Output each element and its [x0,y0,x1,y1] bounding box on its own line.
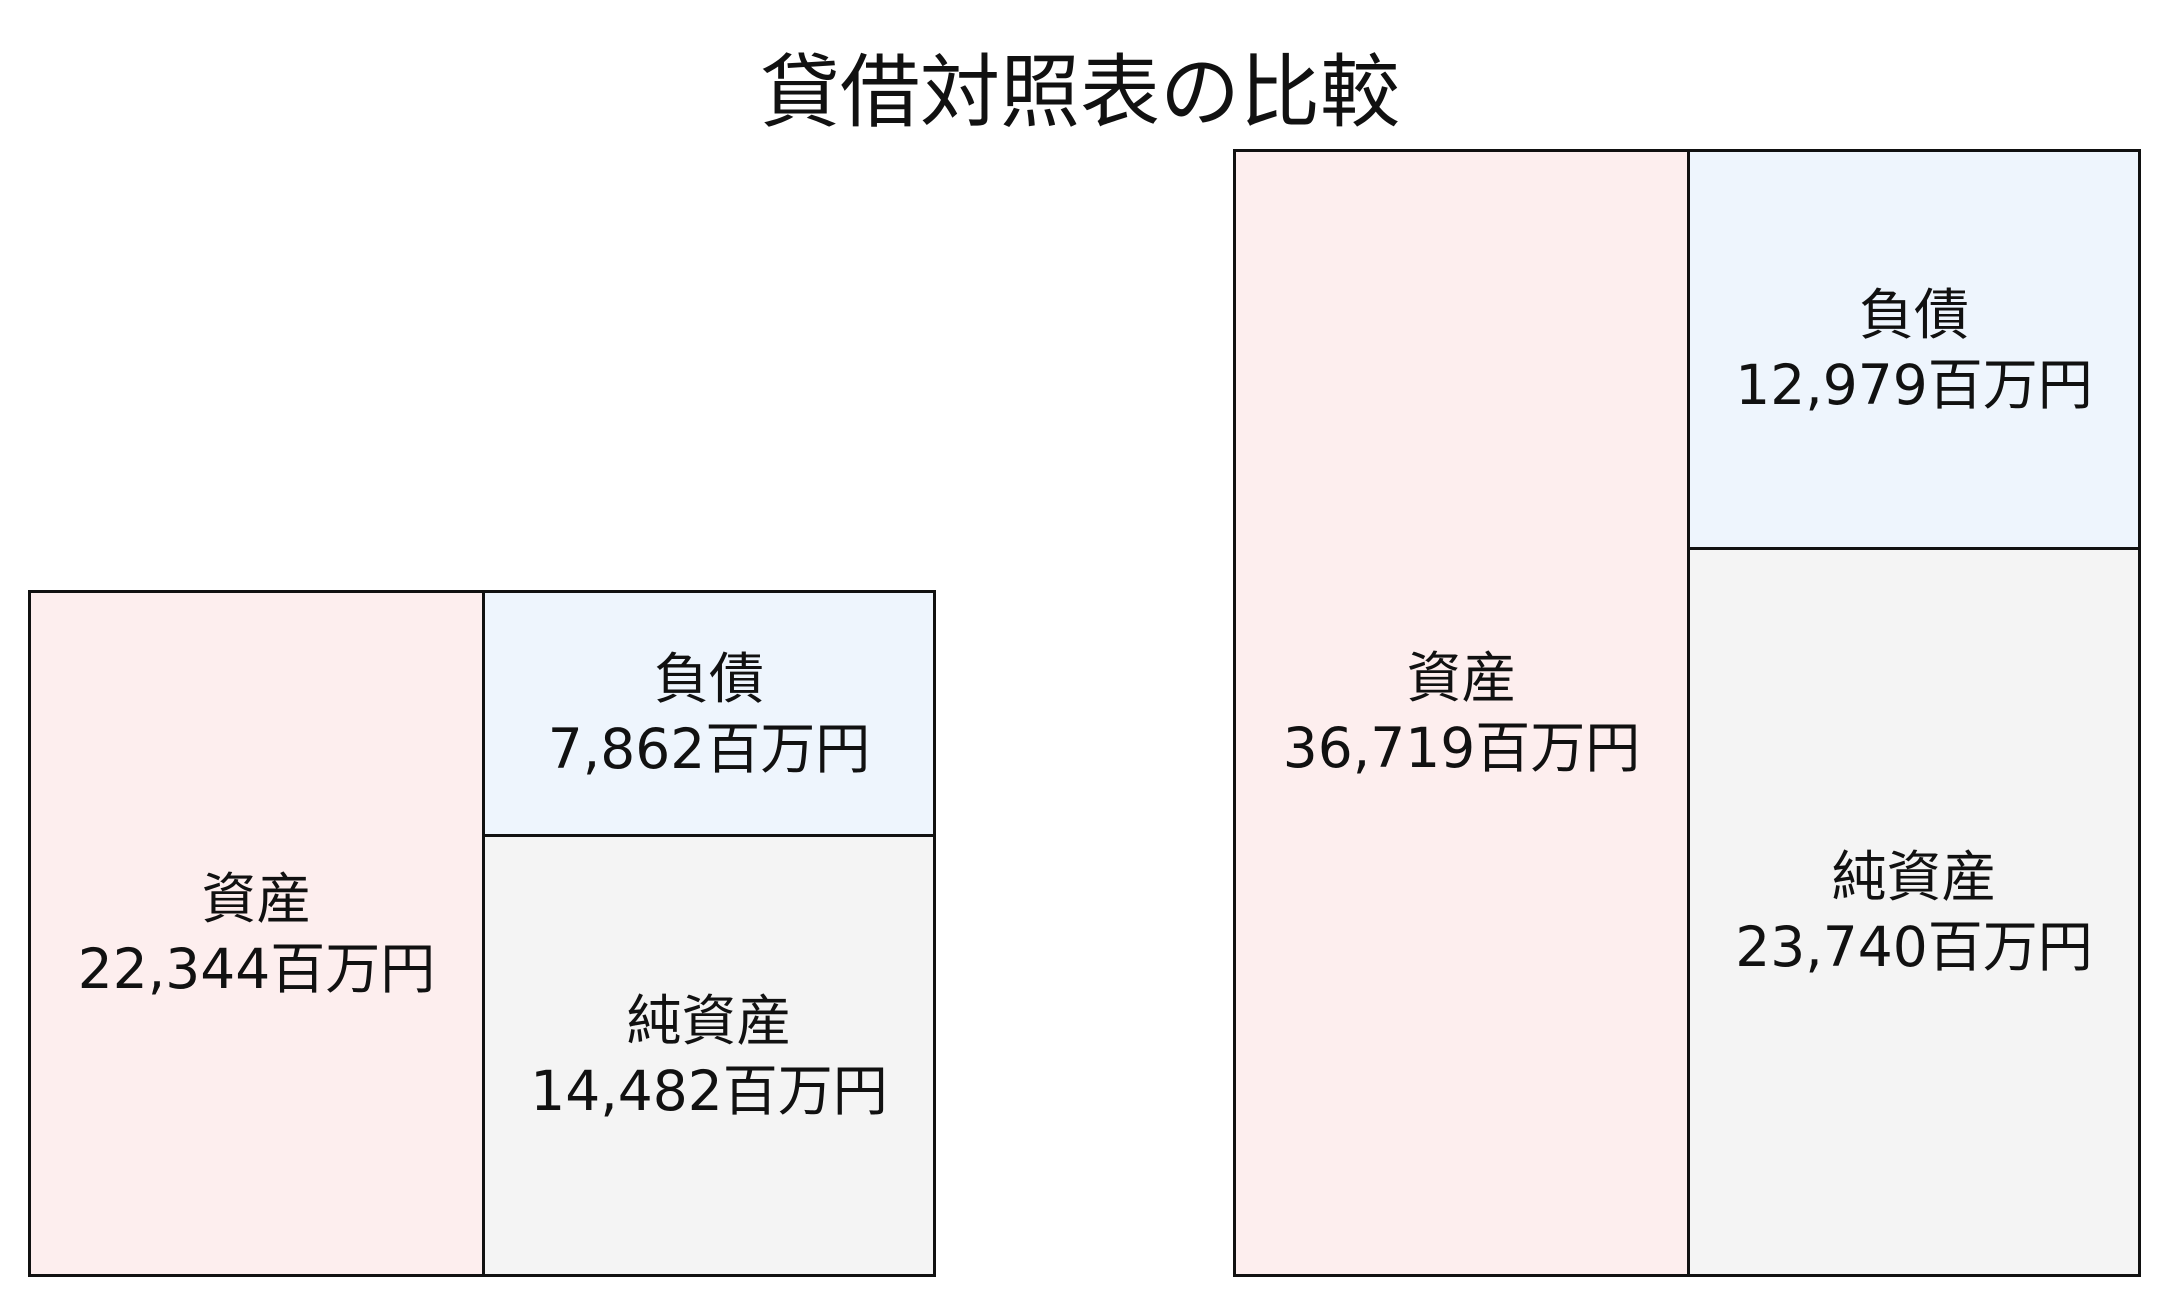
liabilities-value: 12,979百万円 [1735,352,2093,417]
assets-block: 資産 36,719百万円 [1236,152,1687,1274]
assets-block: 資産 22,344百万円 [31,593,482,1274]
net-assets-label: 純資産 [626,988,792,1053]
assets-value: 22,344百万円 [77,936,436,1001]
assets-value: 36,719百万円 [1282,716,1641,780]
balance-sheet-1: 資産 22,344百万円 負債 7,862百万円 純資産 14,482百万円 [28,590,936,1277]
net-assets-value: 14,482百万円 [530,1058,888,1123]
liabilities-block: 負債 7,862百万円 [482,593,933,837]
net-assets-label: 純資産 [1831,845,1997,909]
net-assets-block: 純資産 23,740百万円 [1687,550,2138,1274]
assets-label: 資産 [201,866,312,931]
net-assets-block: 純資産 14,482百万円 [482,837,933,1274]
liabilities-label: 負債 [1858,282,1969,347]
liabilities-label: 負債 [653,646,764,711]
balance-sheet-2: 資産 36,719百万円 負債 12,979百万円 純資産 23,740百万円 [1233,149,2141,1277]
page-title: 貸借対照表の比較 [760,46,1400,139]
assets-label: 資産 [1406,646,1517,710]
liabilities-value: 7,862百万円 [547,716,871,781]
liabilities-block: 負債 12,979百万円 [1687,152,2138,550]
net-assets-value: 23,740百万円 [1735,915,2093,979]
